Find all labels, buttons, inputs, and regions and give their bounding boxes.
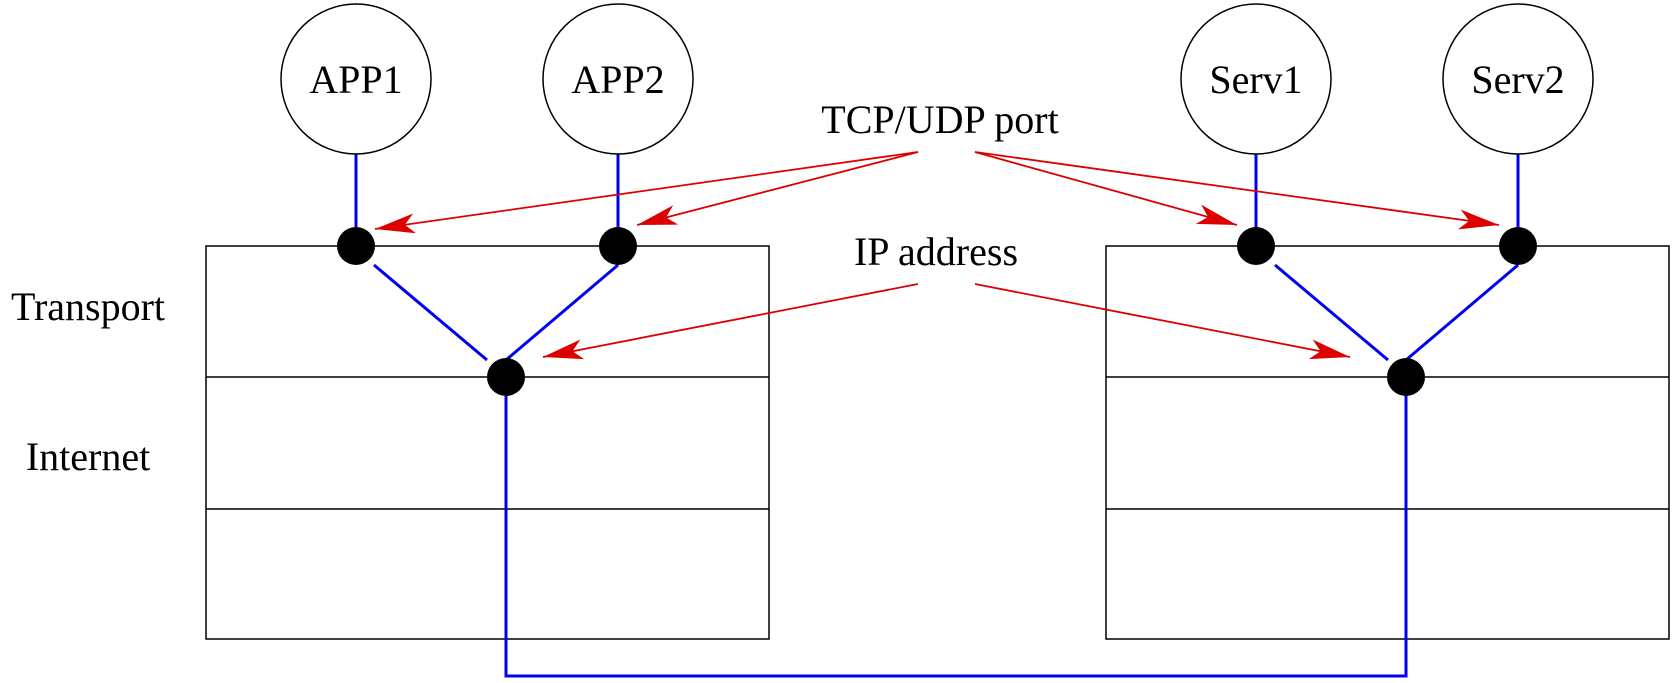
left-port2-to-ip: [505, 263, 619, 362]
port-arrow-app2: [636, 151, 919, 226]
port-arrow-app1: [374, 151, 919, 234]
right-port1-to-ip: [1274, 263, 1389, 362]
ip-annotation: IP address: [854, 229, 1018, 274]
network-link: [504, 377, 1408, 678]
right-host-stack: [1105, 245, 1670, 640]
serv1-label: Serv1: [1209, 57, 1302, 102]
port-annotation: TCP/UDP port: [821, 97, 1058, 142]
right-port2-to-ip: [1405, 263, 1519, 362]
serv1-port-dot: [1237, 227, 1275, 265]
transport-layer-label: Transport: [11, 284, 165, 329]
app2-label: APP2: [571, 57, 664, 102]
serv2-port-dot: [1499, 227, 1537, 265]
serv2-node: Serv2: [1442, 3, 1594, 155]
red-arrows: [374, 151, 1500, 360]
right-stack-box: [1105, 245, 1670, 640]
left-host-stack: [205, 245, 770, 640]
left-stack-box: [205, 245, 770, 640]
right-ip-dot: [1387, 358, 1425, 396]
ip-arrow-left: [542, 283, 919, 360]
app1-node: APP1: [280, 3, 432, 155]
app1-label: APP1: [309, 57, 402, 102]
app1-port-dot: [337, 227, 375, 265]
internet-layer-label: Internet: [26, 434, 150, 479]
app2-port-dot: [599, 227, 637, 265]
endpoint-dots: [337, 227, 1537, 396]
app2-node: APP2: [542, 3, 694, 155]
serv2-label: Serv2: [1471, 57, 1564, 102]
port-arrow-serv1: [974, 151, 1238, 226]
ip-arrow-right: [974, 283, 1351, 360]
left-port1-to-ip: [373, 263, 488, 362]
blue-links: [354, 152, 1520, 678]
serv1-node: Serv1: [1180, 3, 1332, 155]
port-arrow-serv2: [974, 151, 1500, 230]
left-ip-dot: [487, 358, 525, 396]
